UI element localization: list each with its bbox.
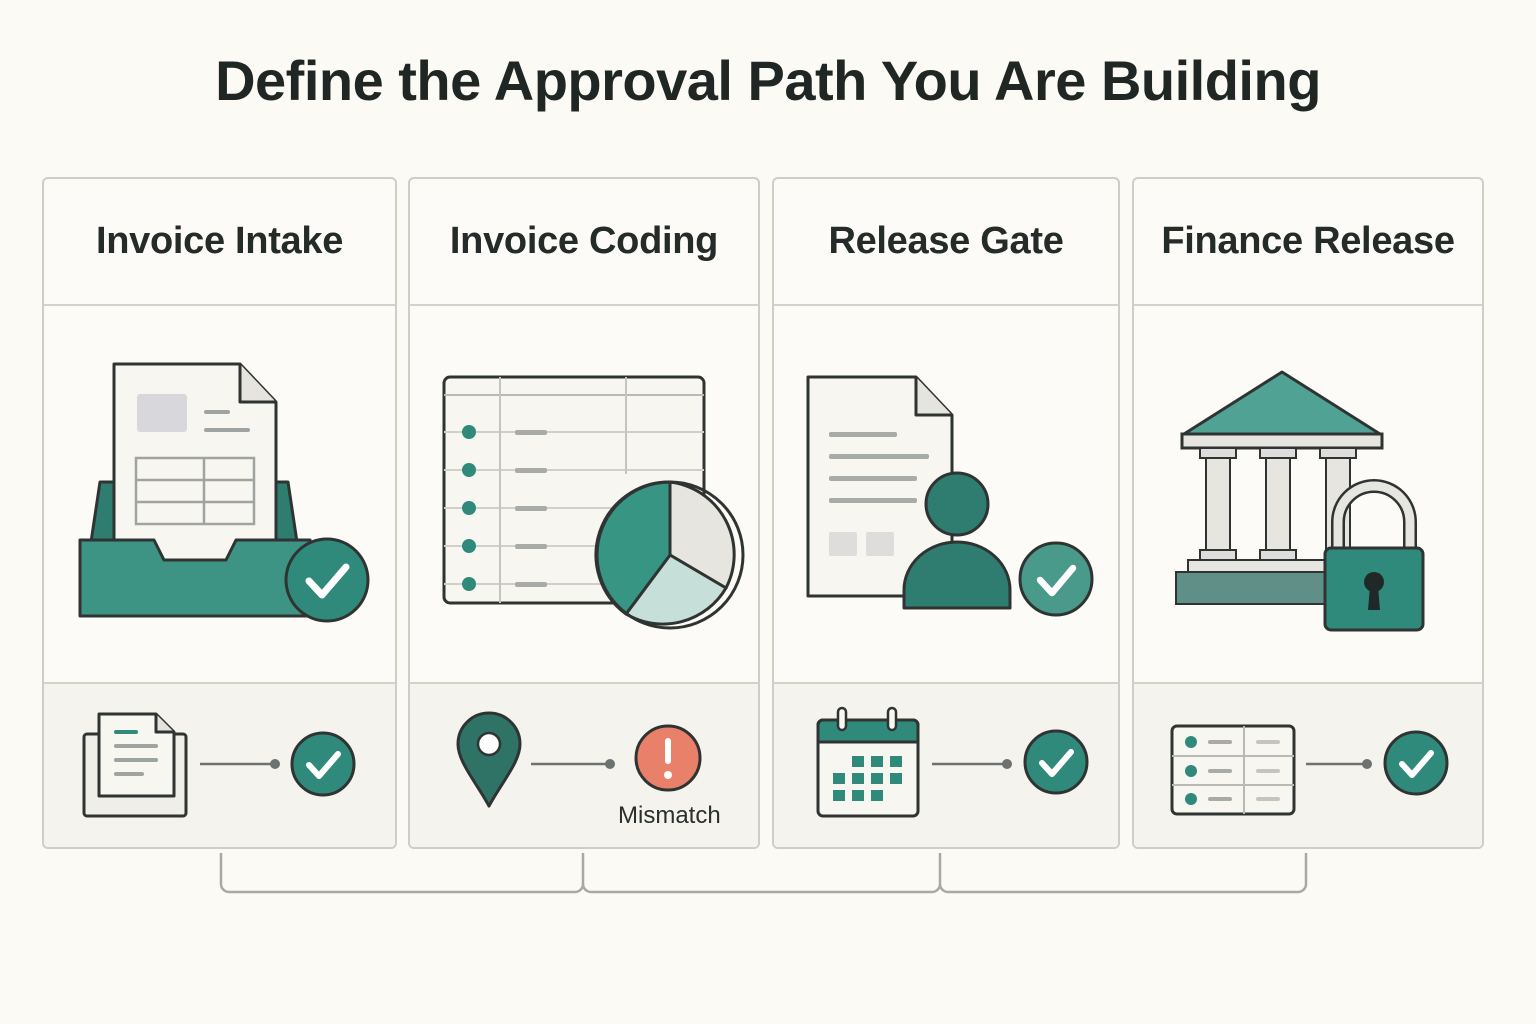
check-status-icon	[1018, 541, 1094, 617]
release-gate-foot-flow	[816, 706, 1089, 818]
ledger-with-pie-chart-icon	[442, 375, 745, 630]
stage-title: Invoice Intake	[95, 220, 344, 262]
stage-title: Invoice Coding	[449, 220, 719, 262]
inbox-tray-with-invoice-icon	[78, 362, 370, 623]
stage-finance-release: Finance Release	[1132, 177, 1484, 849]
stage-invoice-coding: Invoice Coding	[408, 177, 760, 849]
location-pin-icon	[456, 711, 522, 808]
intake-foot-flow	[82, 712, 356, 818]
bank-with-lock-icon	[1175, 370, 1425, 632]
stage-title: Finance Release	[1161, 220, 1455, 262]
mismatch-label: Mismatch	[618, 802, 721, 829]
stage-release-gate: Release Gate	[772, 177, 1120, 849]
pie-chart-icon	[594, 480, 745, 630]
coding-foot-flow	[456, 711, 702, 808]
stage-title: Release Gate	[828, 220, 1064, 262]
document-with-approver-icon	[806, 375, 1094, 617]
check-status-icon	[1383, 730, 1449, 796]
finance-release-foot-flow	[1170, 724, 1449, 816]
page-title: Define the Approval Path You Are Buildin…	[215, 49, 1321, 112]
documents-stack-icon	[82, 712, 188, 818]
calendar-icon	[816, 706, 920, 818]
approver-avatar-icon	[902, 471, 1012, 610]
check-status-icon	[1023, 729, 1089, 795]
stage-invoice-intake: Invoice Intake	[42, 177, 397, 849]
alert-status-icon	[634, 724, 702, 792]
check-status-icon	[290, 731, 356, 797]
lock-icon	[1323, 479, 1425, 632]
ledger-list-icon	[1170, 724, 1296, 816]
